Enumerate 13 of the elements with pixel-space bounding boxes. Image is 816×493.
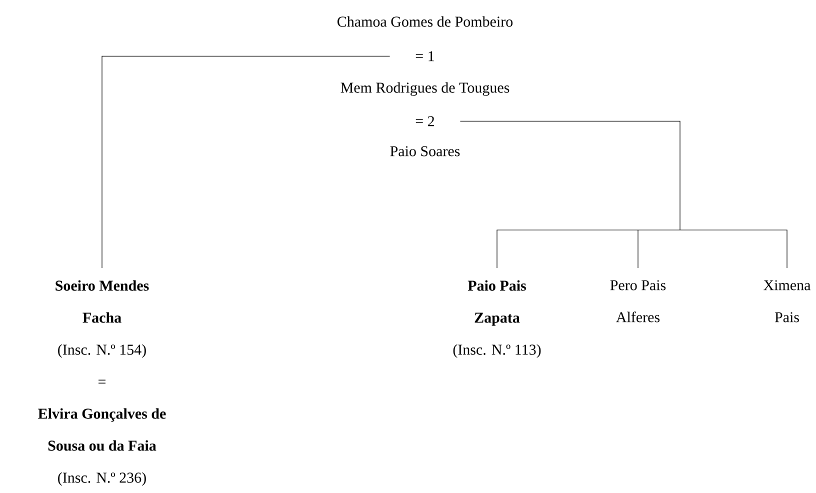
marriage-sign: = 1 <box>416 51 434 62</box>
family-line <box>102 56 390 268</box>
person-name: Soeiro Mendes Facha (Insc. N.º 154) = Elvira Gonçalves de Sousa ou da Faia (Insc. N.º 236) <box>38 280 166 486</box>
person-name: Chamoa Gomes de Pombeiro <box>338 16 513 27</box>
family-line <box>496 230 638 268</box>
person-name: Ximena Pais <box>764 280 811 322</box>
family-line <box>460 120 680 230</box>
person-name: Mem Rodrigues de Tougues <box>340 82 510 96</box>
person-name: Paio Soares <box>390 146 460 156</box>
person-name: Paio Pais Zapata (Insc. N.º 113) <box>453 280 541 358</box>
person-name: Pero Pais Alferes <box>610 280 666 322</box>
family-line <box>680 230 788 268</box>
marriage-sign: = 2 <box>416 116 434 126</box>
